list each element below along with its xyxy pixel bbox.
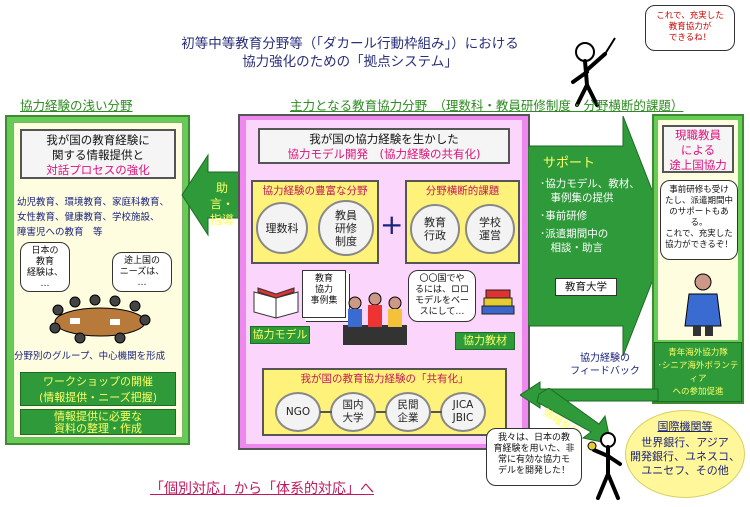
intl-org-box [625,410,745,498]
share-node-ngo: NGO [275,392,321,432]
person-with-key-illustration [587,432,622,500]
left-field-line: 女性教育、健康教育、学校施設、 [17,212,160,223]
person-with-sign-illustration [571,37,616,107]
support-heading: サポート [543,156,596,171]
left-heading: 協力経験の浅い分野 [20,98,133,113]
circle-science-text: 理数科 [265,221,299,235]
group-caption: 分野別のグループ、中心機関を形成 [14,351,166,362]
feedback-label: 協力経験の フィードバック [570,353,640,377]
title-line2: 協力強化のための「拠点システム」 [242,54,458,70]
books-stack-illustration [481,289,515,315]
group-meeting-illustration [49,294,151,344]
title-line1: 初等中等教育分野等（「ダカール行動枠組み」）における [181,36,519,52]
circle-school-text: 学校 運営 [479,216,501,242]
case-book: 教育 協力 事例集 [302,270,346,318]
center-title-line1: 我が国の協力経験を生かした [309,132,459,146]
left-title-line1: 我が国の教育経験に [46,133,150,147]
circle-education-admin: 教育 行政 [410,204,460,254]
circle-teacher-text: 教員 研修 制度 [335,208,357,248]
top-bubble-text: これで、充実した 教育協力が できるね！ [656,11,724,43]
left-field-line: 幼児教育、環境教育、家庭科教育、 [17,197,170,208]
circle-teacher-training: 教員 研修 制度 [318,200,374,256]
advice-label: 助言・ 指導 [205,180,239,228]
right-heading: 主力となる教育協力分野 （理数科・教員研修制度・分野横断的課題） [290,98,684,113]
left-title-line3: 対話プロセスの強化 [46,163,150,177]
right-title-line2: による [680,143,716,157]
japan-bubble-text: 日本の 教育 経験は、 … [26,246,63,289]
rich-fields-title: 協力経験の豊富な分野 [262,185,368,197]
diagram-title: 初等中等教育分野等（「ダカール行動枠組み」）における 協力強化のための「拠点シス… [120,35,580,71]
share-ngo-text: NGO [285,405,311,418]
bottom-bubble-text: 我々は、日本の教 育経験を用いた、非 常に有効な協力モ デルを開発した！ [493,433,575,476]
teacher-speech-bubble: 事前研修も受け たし、派遣期間中 のサポートもある。 これで、充実した 協力がで… [660,180,738,260]
support-arrow [528,116,671,356]
left-fields-list: 幼児教育、環境教育、家庭科教育、 女性教育、健康教育、学校施設、 障害児への教育… [17,195,182,240]
share-node-university: 国内 大学 [330,392,376,432]
bottom-speech-bubble: 我々は、日本の教 育経験を用いた、非 常に有効な協力モ デルを開発した！ [486,428,582,486]
left-field-line: 障害児への教育 等 [17,227,103,238]
left-panel-title: 我が国の教育経験に 関する情報提供と 対話プロセスの強化 [20,129,176,179]
teacher-illustration [684,273,722,336]
share-private-text: 民間 企業 [397,399,419,424]
volunteer-caption: 青年海外協力隊 ･シニア海外ボランティア への参加促進 [654,342,742,402]
support-item: ･派遣期間中の 相談・助言 [540,228,609,254]
cross-cutting-title: 分野横断的課題 [425,185,500,197]
model-label: 協力モデル [250,326,310,344]
support-item: ･事前研修 [540,210,588,222]
workshop-box: ワークショップの開催 (情報提供・ニーズ把握) [20,372,176,406]
workshop-line1: ワークショップの開催 [43,375,153,388]
slogan: 「個別対応」から「体系的対応」へ [150,481,374,497]
advice-line1: 助言・ [209,181,234,211]
top-speech-bubble: これで、充実した 教育協力が できるね！ [645,5,735,51]
share-node-jica: JICA JBIC [440,392,486,432]
right-title-line1: 現職教員 [675,128,721,142]
advice-line2: 指導 [209,213,234,227]
circle-admin-text: 教育 行政 [424,216,446,242]
intl-org-body: 世界銀行、アジア 開発銀行、ユネスコ、 ユニセフ、その他 [630,436,740,477]
plus-sign: + [380,208,404,241]
open-book-illustration [253,287,299,319]
intl-org-title: 国際機関等 [657,420,713,433]
materials-line1: 情報提供に必要な [54,410,142,423]
japan-experience-bubble: 日本の 教育 経験は、 … [20,242,70,292]
model-speech-text: 〇〇国でや るには、ロロ モデルをベー スにして… [414,274,469,317]
teacher-bubble-text: 事前研修も受け たし、派遣期間中 のサポートもある。 これで、充実した 協力がで… [664,185,733,250]
left-title-line2: 関する情報提供と [52,148,144,162]
share-node-private: 民間 企業 [385,392,431,432]
share-connectors [320,411,442,413]
share-university-text: 国内 大学 [342,399,364,424]
needs-bubble-text: 途上国の ニーズは、 … [119,256,165,288]
materials-line2: 資料の整理・作成 [54,422,142,435]
materials-label: 協力教材 [455,332,515,350]
center-title-line2: 協力モデル開発 (協力経験の共有化) [287,147,481,161]
center-panel-title: 我が国の協力経験を生かした 協力モデル開発 (協力経験の共有化) [258,128,510,164]
sharing-title: 我が国の教育協力経験の「共有化」 [300,373,469,385]
workshop-line2: (情報提供・ニーズ把握) [38,391,158,404]
people-discussion-illustration [343,292,407,345]
circle-science: 理数科 [256,202,308,254]
right-panel-title: 現職教員 による 途上国協力 [662,125,734,173]
support-list: ･協力モデル、教材、 事例集の提供 ･事前研修 ･派遣期間中の 相談・助言 [540,177,645,255]
case-book-text: 教育 協力 事例集 [310,274,338,306]
model-speech-bubble: 〇〇国でや るには、ロロ モデルをベー スにして… [408,270,476,322]
circle-school-management: 学校 運営 [465,204,515,254]
right-title-line3: 途上国協力 [669,158,727,172]
materials-box: 情報提供に必要な 資料の整理・作成 [20,409,176,435]
needs-bubble: 途上国の ニーズは、 … [112,252,172,292]
volunteer-caption-text: 青年海外協力隊 ･シニア海外ボランティア への参加促進 [657,348,739,397]
support-item: ･協力モデル、教材、 事例集の提供 [540,178,640,204]
university-label: 教育大学 [555,278,617,296]
feedback-arrow [520,381,659,409]
share-jica-text: JICA JBIC [452,399,474,424]
